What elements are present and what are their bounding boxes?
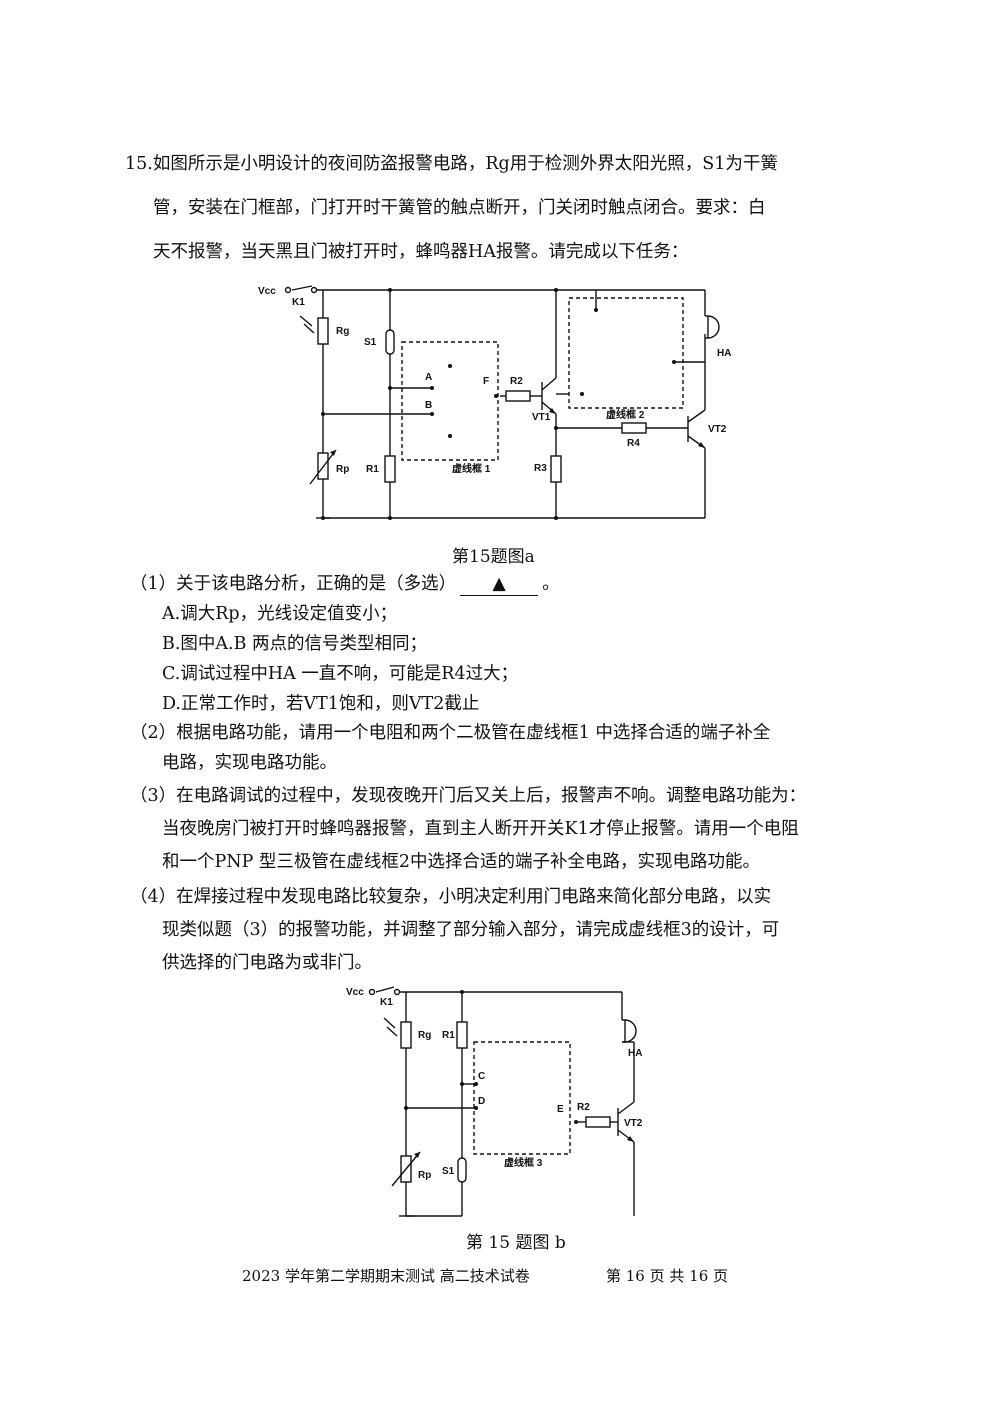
fig-b-r1-label: R1 <box>442 1030 455 1041</box>
sub4-line-2: 现类似题（3）的报警功能，并调整了部分输入部分，请完成虚线框3的设计，可 <box>162 920 780 940</box>
question-line-1: 15.如图所示是小明设计的夜间防盗报警电路，Rg用于检测外界太阳光照，S1为干簧 <box>125 154 778 174</box>
terminal-b-label: B <box>425 400 432 411</box>
answer-blank[interactable]: ▲ <box>460 573 539 596</box>
figure-a-caption: 第15题图a <box>452 547 535 567</box>
rp-label: Rp <box>336 464 349 475</box>
terminal-a-label: A <box>425 372 432 383</box>
sub2-line-2: 电路，实现电路功能。 <box>162 753 337 773</box>
fig-b-k1-label: K1 <box>380 997 393 1008</box>
sub1-stem: （1）关于该电路分析，正确的是（多选）▲。 <box>130 573 560 596</box>
k1-label: K1 <box>292 297 305 308</box>
box1-label: 虚线框 1 <box>452 462 491 475</box>
footer-page: 第 16 页 共 16 页 <box>606 1267 729 1285</box>
option-a: A.调大Rp，光线设定值变小； <box>162 604 398 624</box>
r3-label: R3 <box>534 463 547 474</box>
fig-b-rp-label: Rp <box>418 1170 431 1181</box>
sub3-line-2: 当夜晚房门被打开时蜂鸣器报警，直到主人断开开关K1才停止报警。请用一个电阻 <box>162 819 799 839</box>
terminal-c-label: C <box>478 1071 485 1082</box>
vt1-label: VT1 <box>532 412 551 423</box>
fig-b-vcc-label: Vcc <box>346 987 364 998</box>
sub2-line-1: （2）根据电路功能，请用一个电阻和两个二极管在虚线框1 中选择合适的端子补全 <box>130 723 771 743</box>
sub1-stem-text: （1）关于该电路分析，正确的是（多选） <box>130 574 457 594</box>
vcc-label: Vcc <box>258 286 276 297</box>
sub3-line-1: （3）在电路调试的过程中，发现夜晚开门后又关上后，报警声不响。调整电路功能为： <box>130 786 807 806</box>
fig-b-vt2-label: VT2 <box>624 1118 643 1129</box>
terminal-d-label: D <box>478 1096 485 1107</box>
sub3-line-3: 和一个PNP 型三极管在虚线框2中选择合适的端子补全电路，实现电路功能。 <box>162 852 761 872</box>
footer-title: 2023 学年第二学期期末测试 高二技术试卷 <box>242 1267 530 1285</box>
circuit-figure-a: Vcc K1 Rg S1 Rp R1 A B F R2 VT1 R3 虚线框 1… <box>258 285 731 520</box>
r1-label: R1 <box>366 464 379 475</box>
terminal-e-label: E <box>557 1104 564 1115</box>
fig-b-s1-label: S1 <box>442 1166 455 1177</box>
vt2-label: VT2 <box>708 424 727 435</box>
r2-label: R2 <box>510 376 523 387</box>
option-c: C.调试过程中HA 一直不响，可能是R4过大； <box>162 664 519 684</box>
question-line-2: 管，安装在门框部，门打开时干簧管的触点断开，门关闭时触点闭合。要求：白 <box>153 198 766 218</box>
box2-label: 虚线框 2 <box>606 408 645 421</box>
fig-b-rg-label: Rg <box>418 1030 431 1041</box>
s1-label: S1 <box>364 337 377 348</box>
terminal-f-label: F <box>483 376 489 387</box>
r4-label: R4 <box>627 438 640 449</box>
fig-b-ha-label: HA <box>628 1048 642 1059</box>
sub4-line-1: （4）在焊接过程中发现电路比较复杂，小明决定利用门电路来简化部分电路，以实 <box>130 887 772 907</box>
rg-label: Rg <box>336 326 349 337</box>
figure-b-caption: 第 15 题图 b <box>466 1233 566 1253</box>
ha-label: HA <box>717 348 731 359</box>
question-line-3: 天不报警，当天黑且门被打开时，蜂鸣器HA报警。请完成以下任务： <box>153 242 689 262</box>
circuit-figure-b: Vcc K1 Rg R1 C D E R2 VT2 Rp S1 虚线框 3 HA <box>346 986 643 1217</box>
option-b: B.图中A.B 两点的信号类型相同； <box>162 634 428 654</box>
sub1-tail: 。 <box>542 574 560 594</box>
sub4-line-3: 供选择的门电路为或非门。 <box>162 953 372 973</box>
option-d: D.正常工作时，若VT1饱和，则VT2截止 <box>162 694 480 714</box>
fig-b-r2-label: R2 <box>577 1102 590 1113</box>
box3-label: 虚线框 3 <box>504 1156 543 1169</box>
